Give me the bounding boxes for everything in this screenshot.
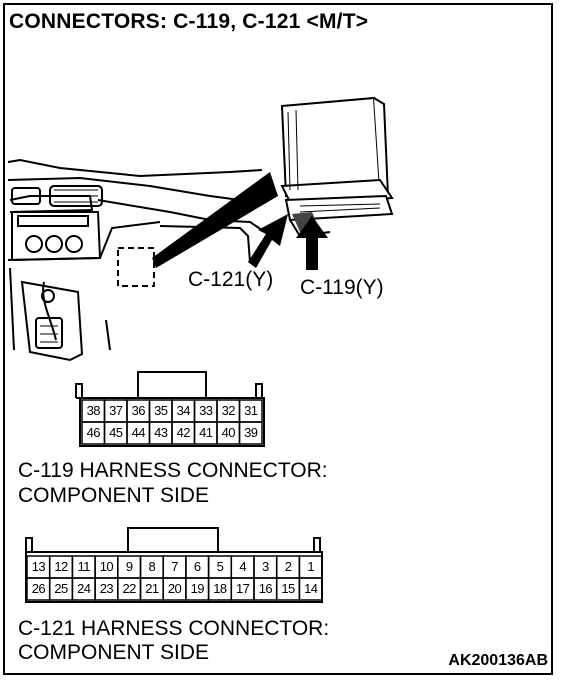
- pin-number: 33: [199, 403, 213, 418]
- pin-number: 42: [176, 425, 191, 440]
- pin-number: 6: [193, 559, 201, 574]
- pin-cell: [298, 577, 323, 601]
- pin-number: 8: [148, 559, 156, 574]
- figure-title: CONNECTORS: C-119, C-121 <M/T>: [9, 10, 369, 33]
- label-c121: C-121(Y): [188, 268, 274, 291]
- pin-number: 38: [86, 403, 101, 418]
- pin-number: 43: [154, 425, 168, 440]
- pin-number: 3: [262, 559, 269, 574]
- pin-number: 19: [190, 581, 205, 596]
- pin-number: 1: [307, 559, 315, 574]
- pin-number: 14: [304, 581, 318, 596]
- pin-number: 46: [86, 425, 101, 440]
- c119-caption-line2: COMPONENT SIDE: [18, 484, 209, 507]
- pin-number: 31: [244, 403, 258, 418]
- pin-number: 15: [281, 581, 295, 596]
- pin-number: 7: [171, 559, 178, 574]
- pin-number: 37: [109, 403, 123, 418]
- pin-number: 40: [221, 425, 236, 440]
- pin-number: 39: [244, 425, 258, 440]
- pin-number: 34: [176, 403, 191, 418]
- pin-number: 16: [258, 581, 273, 596]
- pin-number: 21: [145, 581, 159, 596]
- label-c119: C-119(Y): [300, 276, 384, 299]
- c121-caption-line2: COMPONENT SIDE: [18, 641, 209, 664]
- pin-number: 23: [99, 581, 114, 596]
- c119-caption-line1: C-119 HARNESS CONNECTOR:: [18, 459, 328, 482]
- pin-number: 17: [236, 581, 250, 596]
- pin-number: 9: [125, 559, 133, 574]
- pin-number: 25: [54, 581, 68, 596]
- pin-number: 18: [213, 581, 227, 596]
- pin-number: 4: [239, 559, 246, 574]
- pin-number: 10: [99, 559, 114, 574]
- pin-number: 36: [131, 403, 146, 418]
- pin-number: 44: [131, 425, 146, 440]
- pin-number: 20: [167, 581, 182, 596]
- pin-number: 35: [154, 403, 168, 418]
- c121-caption-line1: C-121 HARNESS CONNECTOR:: [18, 617, 330, 640]
- pin-number: 12: [54, 559, 68, 574]
- figure-code: AK200136AB: [448, 652, 548, 669]
- pin-number: 2: [284, 559, 292, 574]
- pin-number: 26: [31, 581, 46, 596]
- pin-number: 11: [77, 559, 91, 574]
- figure-frame: [3, 3, 553, 675]
- pin-number: 22: [122, 581, 137, 596]
- pin-number: 41: [199, 425, 213, 440]
- pin-cell: [238, 421, 263, 445]
- pin-number: 32: [221, 403, 236, 418]
- pin-number: 45: [109, 425, 123, 440]
- pin-number: 24: [77, 581, 91, 596]
- pin-number: 5: [216, 559, 224, 574]
- pin-number: 13: [31, 559, 46, 574]
